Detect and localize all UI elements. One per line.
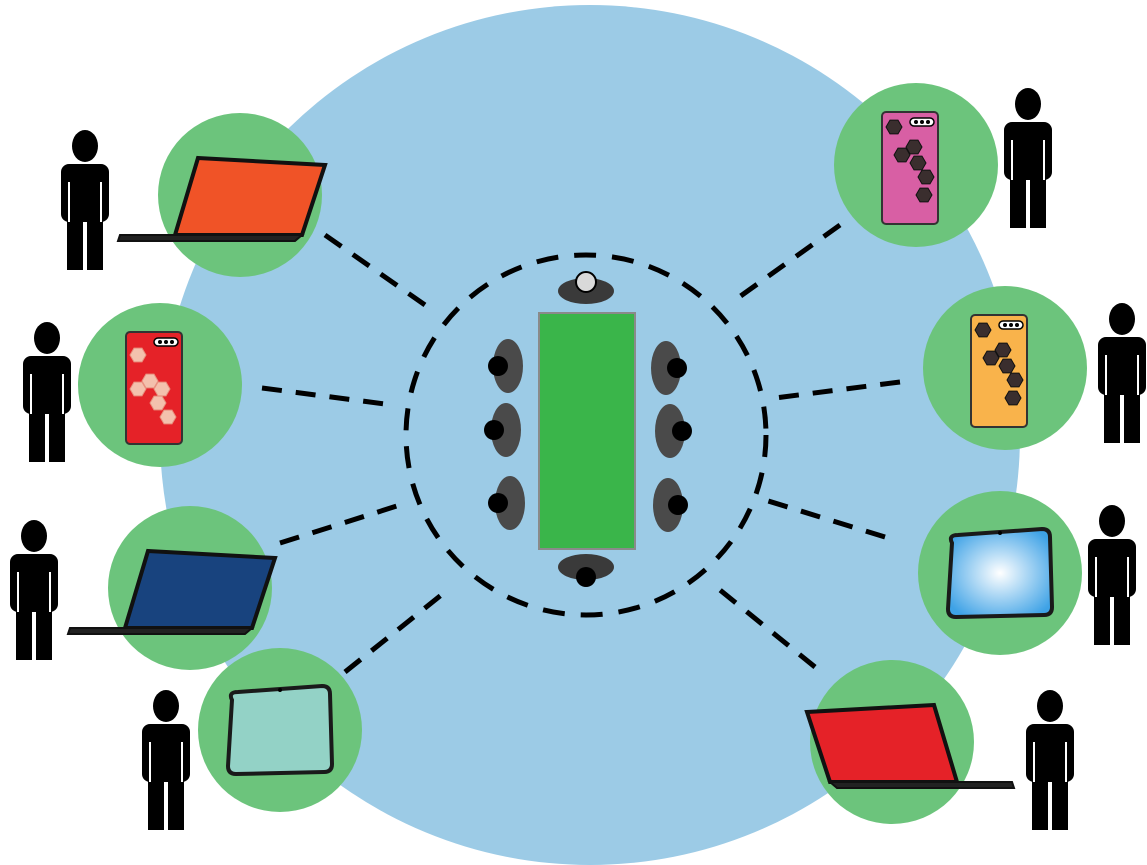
laptop-icon: [804, 702, 1016, 789]
link-p7: [764, 497, 886, 540]
remote-participant-p3: [10, 506, 278, 670]
chair-bottom: [558, 554, 614, 587]
conference-table: [538, 312, 636, 550]
person-icon: [1026, 690, 1074, 830]
laptop-icon: [66, 548, 278, 635]
remote-participant-p4: [142, 648, 362, 830]
person-icon: [1004, 88, 1052, 228]
connection-links: [261, 222, 901, 674]
chair-right-3: [653, 478, 688, 532]
chair-left-3: [488, 476, 525, 530]
tablet-icon: [225, 683, 335, 777]
remote-participant-p2: [23, 303, 242, 467]
remote-participant-p1: [61, 113, 328, 277]
link-p6: [774, 379, 901, 401]
link-p5: [733, 222, 842, 303]
tablet-icon: [945, 526, 1055, 620]
phone-icon: [881, 111, 939, 225]
phone-icon: [970, 314, 1028, 428]
link-p3: [279, 502, 401, 546]
person-icon: [23, 322, 71, 462]
chair-top: [558, 271, 614, 304]
local-meeting-boundary: [403, 252, 769, 618]
remote-participant-p8: [804, 660, 1074, 830]
laptop-icon: [116, 155, 328, 242]
link-p2: [261, 385, 386, 407]
remote-participant-p5: [834, 83, 1052, 247]
chair-right-2: [655, 404, 692, 458]
person-icon: [61, 130, 109, 270]
person-icon: [10, 520, 58, 660]
chair-left-2: [484, 403, 521, 457]
person-icon: [1088, 505, 1136, 645]
chair-right-1: [651, 341, 687, 395]
person-icon: [142, 690, 190, 830]
chair-left-1: [488, 339, 523, 393]
remote-participants: [10, 83, 1146, 830]
person-icon: [1098, 303, 1146, 443]
phone-icon: [125, 331, 183, 445]
conference-table-group: [484, 271, 692, 587]
remote-participant-p7: [918, 491, 1136, 655]
remote-participant-p6: [923, 286, 1146, 450]
link-p4: [343, 590, 447, 674]
